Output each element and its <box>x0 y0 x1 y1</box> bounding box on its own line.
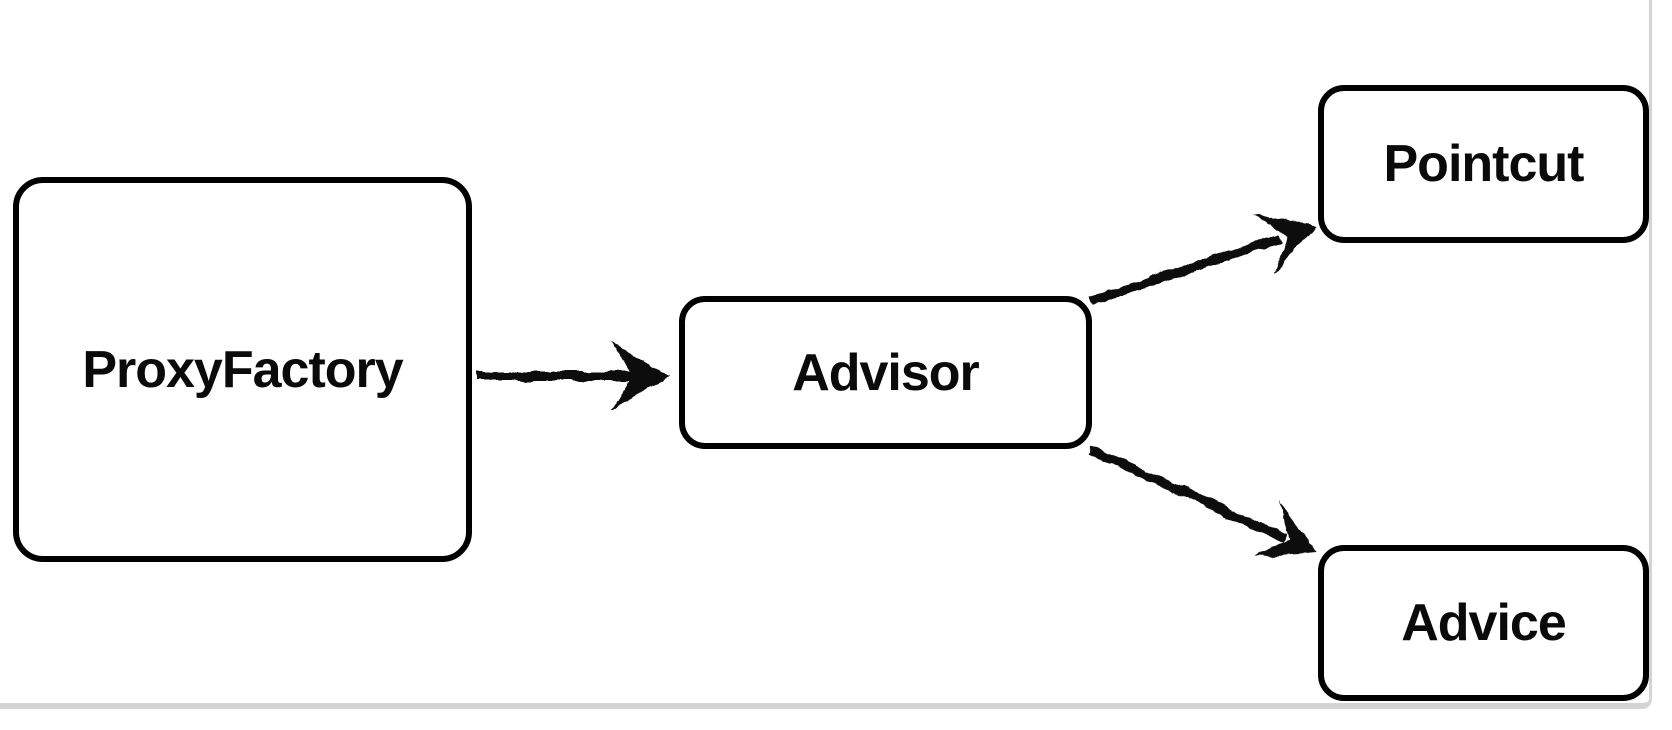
edge-shaft <box>1089 234 1281 306</box>
node-proxyfactory-label: ProxyFactory <box>82 340 403 399</box>
node-advice-label: Advice <box>1401 594 1567 652</box>
edge-advisor-pointcut <box>1089 214 1317 306</box>
edge-proxyfactory-advisor <box>477 342 670 410</box>
node-pointcut-label: Pointcut <box>1383 135 1585 193</box>
node-pointcut: Pointcut <box>1318 85 1649 243</box>
edge-shaft <box>1087 444 1287 543</box>
node-advisor-label: Advisor <box>792 343 980 402</box>
node-advice: Advice <box>1318 545 1649 701</box>
arrowhead-icon <box>1253 501 1317 557</box>
node-proxyfactory: ProxyFactory <box>13 177 472 562</box>
arrowhead-icon <box>1254 214 1317 273</box>
node-advisor: Advisor <box>679 296 1092 449</box>
arrowhead-icon <box>612 342 670 410</box>
edge-advisor-advice <box>1087 444 1317 557</box>
